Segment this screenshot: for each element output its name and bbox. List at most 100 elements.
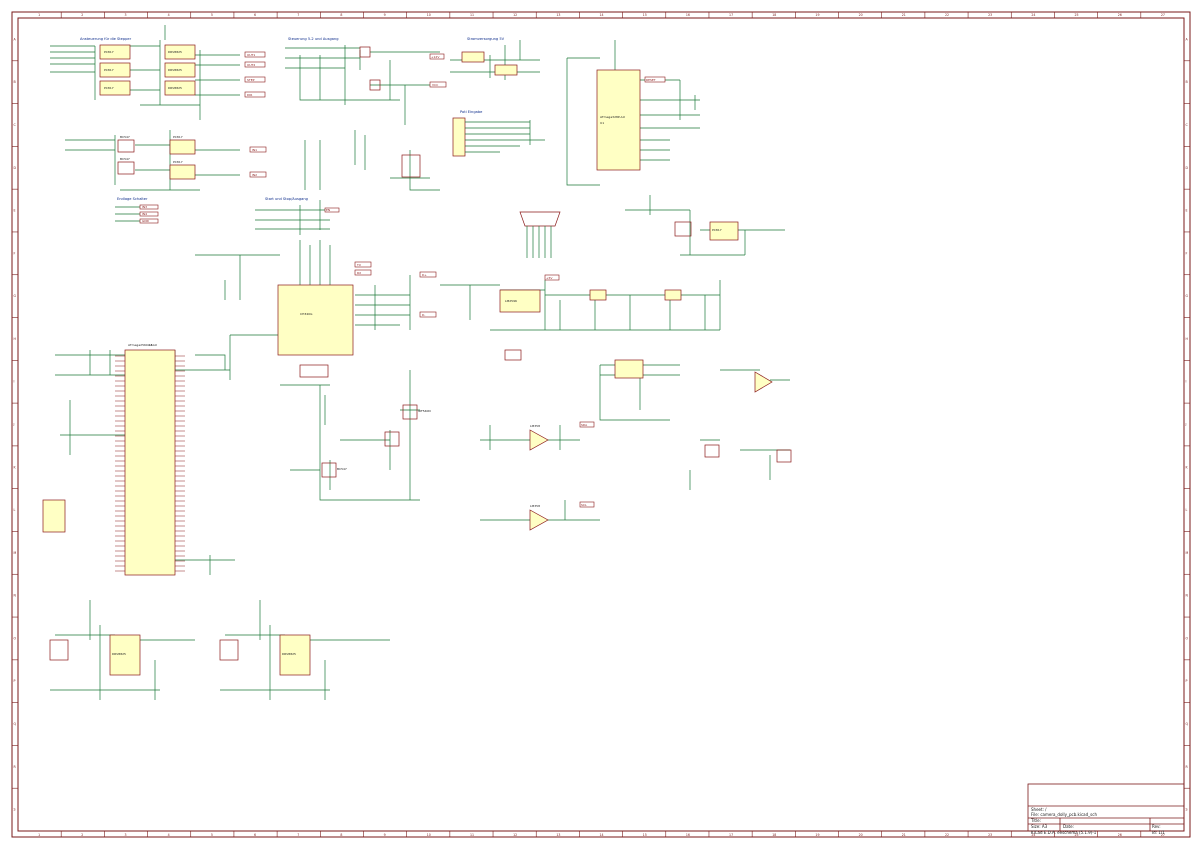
mcu2-chip-ref: U1 [600,121,604,125]
transistor-4 [321,462,337,478]
transistor-2 [117,161,135,175]
border-col-label: 5 [211,833,213,837]
outer-frame [11,11,1191,838]
border-col-label: 2 [81,833,83,837]
net-12v [429,53,445,60]
border-ticks: 1122334455667788991010111112121313141415… [12,12,1190,837]
net-in1-label: IN1 [252,148,257,152]
border-row-label: G [1186,294,1189,298]
driver-3 [164,80,196,96]
regulator-top [461,51,485,63]
border-row-label: B [14,80,16,84]
border-col-label: 25 [1075,13,1079,17]
transistor-6 [776,449,792,463]
border-col-label: 26 [1118,13,1122,17]
net-reset [644,76,666,83]
heading-stromversorgung: Stromversorgung 5V [467,37,505,41]
border-row-label: E [14,209,16,213]
net-tx [354,261,372,268]
border-col-label: 22 [945,833,949,837]
net-dminus-label: D- [422,313,425,317]
border-row-label: S [14,808,16,812]
border-col-label: 26 [1118,833,1122,837]
border-row-label: L [14,508,16,512]
border-row-label: Q [14,722,17,726]
border-row-label: H [1186,337,1189,341]
transistor-1-label: BC547 [120,135,130,139]
border-col-label: 10 [427,13,431,17]
border-col-label: 4 [168,13,170,17]
net-in4 [139,211,159,217]
driver-3-label: DRV8825 [168,86,182,90]
net-5v-label: +5V [546,276,553,280]
mosfet-block: IRF540N BC547 [280,370,431,501]
regulator-top-2 [494,64,518,76]
tb-sheet: Sheet: / [1031,807,1047,812]
border-col-label: 21 [902,833,906,837]
net-step-label: STEP [247,78,255,82]
transistor-1 [117,139,135,153]
net-scl-label: SCL [581,503,587,507]
stepper-chip-1 [109,634,141,676]
border-col-label: 2 [81,13,83,17]
border-row-label: R [14,765,17,769]
usb-chip-block: CH340G TX RX D+ D- [195,240,437,380]
border-col-label: 18 [772,833,776,837]
border-row-label: E [1186,209,1188,213]
opamp-2 [529,509,549,531]
border-col-label: 23 [988,13,992,17]
title-block: Sheet: / File: camera_dolly_pcb.kicad_sc… [1027,783,1185,835]
border-col-label: 10 [427,833,431,837]
opto-2 [99,62,131,78]
border-col-label: 7 [297,833,299,837]
border-col-label: 5 [211,13,213,17]
mcu-chip-ref: U2 [148,343,152,347]
mcu2-chip-label: ATmega328P-AU [600,115,625,119]
border-col-label: 16 [686,13,690,17]
heading-start-stop: Start und Stop/Ausgang [265,197,308,201]
border-col-label: 3 [124,13,126,17]
opto-5 [169,164,196,180]
border-row-label: N [1186,594,1189,598]
net-vcc-label: VCC [432,83,438,87]
border-row-label: C [1186,123,1189,127]
border-col-label: 9 [384,13,386,17]
buck-regulator-label: LM2596 [505,299,517,303]
stepper-driver-2: DRV8825 [219,600,390,700]
net-dminus [419,311,437,318]
mid-small-parts [304,130,440,191]
steuerung-block: VCC +12V [285,45,447,125]
border-col-label: 8 [340,833,342,837]
transistor-2-label: BC547 [120,157,130,161]
border-col-label: 11 [470,13,474,17]
driver-1-label: DRV8825 [168,50,182,54]
poti-block [452,117,545,157]
net-in3 [139,204,159,210]
comparator-chip [614,359,644,379]
mcu2-chip [596,69,641,171]
net-dir [244,91,266,98]
stepper-chip-2 [279,634,311,676]
border-col-label: 20 [859,833,863,837]
opto-6-label: PC817 [712,228,722,232]
tb-date: Date: [1063,824,1074,829]
border-col-label: 1 [38,833,40,837]
tb-file: File: camera_dolly_pcb.kicad_sch [1031,812,1097,817]
opto-6 [709,221,739,241]
opto-2-label: PC817 [104,68,114,72]
border-row-label: A [1186,37,1189,41]
border-col-label: 19 [815,833,819,837]
stepper-chip-2-label: DRV8825 [282,652,296,656]
net-en-label: EN [326,208,330,212]
tb-id: Id: 1/1 [1152,830,1165,835]
motor-connector-2 [219,639,239,661]
net-step [244,76,266,83]
border-col-label: 24 [1031,13,1035,17]
border-row-label: K [14,465,17,469]
title-block-frame [1027,783,1185,832]
net-in2-label: IN2 [252,173,257,177]
border-col-label: 8 [340,13,342,17]
net-12v-label: +12V [431,55,440,59]
crystal-block [299,364,329,378]
border-col-label: 14 [600,13,604,17]
